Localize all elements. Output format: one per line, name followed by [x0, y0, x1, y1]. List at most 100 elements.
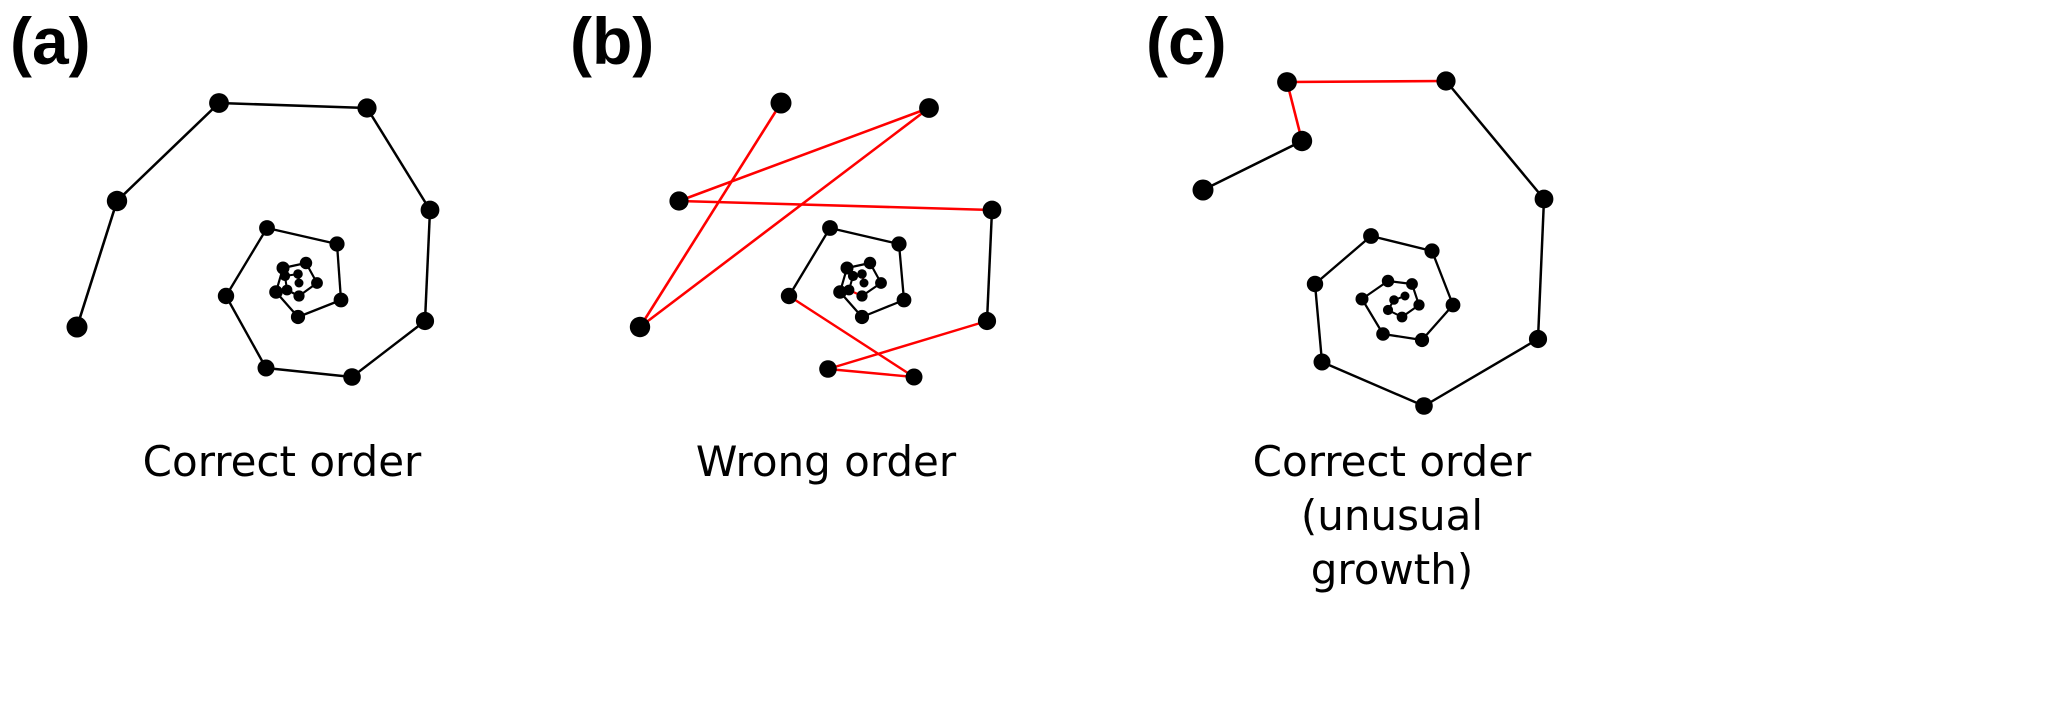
- panel-b-caption-line: Wrong order: [695, 437, 957, 486]
- spiral-node: [1436, 71, 1456, 91]
- spiral-node: [1313, 353, 1331, 371]
- correct-order-segment: [351, 320, 426, 378]
- spiral-node: [822, 220, 838, 236]
- spiral-node: [1363, 228, 1379, 244]
- spiral-node: [1413, 299, 1425, 311]
- correct-order-segment: [265, 366, 353, 379]
- wrong-order-segment: [678, 106, 930, 203]
- spiral-node: [311, 277, 323, 289]
- spiral-node: [415, 311, 435, 331]
- spiral-node: [1389, 295, 1399, 305]
- wrong-order-segment: [638, 102, 783, 328]
- panel-a-caption: Correct order: [132, 435, 432, 489]
- correct-order-segment: [1321, 360, 1425, 408]
- panel-a-spiral: [66, 93, 440, 386]
- spiral-node: [1381, 274, 1395, 288]
- spiral-node: [977, 311, 997, 331]
- correct-order-segment: [1421, 304, 1454, 341]
- spiral-node: [290, 309, 306, 325]
- correct-order-segment: [224, 295, 268, 369]
- correct-order-segment: [1361, 298, 1384, 335]
- correct-order-segment: [1430, 250, 1455, 306]
- spiral-node: [281, 284, 293, 296]
- spiral-node: [982, 200, 1002, 220]
- spiral-node: [847, 270, 859, 282]
- correct-order-segment: [423, 209, 432, 322]
- spiral-node: [863, 256, 877, 270]
- spiral-node: [1277, 72, 1297, 92]
- spiral-node: [357, 98, 377, 118]
- wrong-order-segment: [788, 294, 915, 379]
- spiral-node: [269, 285, 283, 299]
- spiral-node: [279, 270, 291, 282]
- spiral-node: [780, 287, 798, 305]
- wrong-order-segment: [639, 106, 930, 329]
- correct-order-segment: [787, 227, 832, 297]
- spiral-node: [1424, 243, 1440, 259]
- wrong-order-segment: [678, 199, 993, 212]
- correct-order-segment: [75, 200, 119, 328]
- spiral-node: [293, 269, 303, 279]
- panel-c-caption-line-2: (unusual growth): [1300, 491, 1484, 594]
- correct-order-segment: [297, 298, 342, 319]
- panel-b-label: (b): [570, 4, 655, 78]
- spiral-node: [891, 236, 907, 252]
- spiral-node: [1414, 332, 1430, 348]
- spiral-node: [857, 269, 867, 279]
- spiral-node: [343, 368, 361, 386]
- spiral-node: [1291, 130, 1313, 152]
- correct-order-segment: [218, 101, 368, 110]
- spiral-node: [1445, 297, 1461, 313]
- spiral-node: [1528, 329, 1548, 349]
- spiral-node: [257, 359, 275, 377]
- spiral-node: [329, 236, 345, 252]
- panel-b-spiral: [629, 92, 1002, 386]
- spiral-node: [919, 98, 939, 118]
- spiral-node: [1376, 327, 1390, 341]
- spiral-node: [669, 191, 689, 211]
- correct-order-segment: [1445, 80, 1545, 200]
- spiral-node: [856, 290, 868, 302]
- spiral-node: [905, 368, 923, 386]
- spiral-node: [1406, 278, 1418, 290]
- spiral-node: [859, 278, 869, 288]
- spiral-node: [420, 200, 440, 220]
- correct-order-segment: [897, 243, 906, 301]
- spiral-node: [333, 292, 349, 308]
- wrong-order-segment: [827, 319, 988, 371]
- spiral-node: [1382, 304, 1394, 316]
- panel-c-label: (c): [1146, 4, 1227, 78]
- spiral-node: [819, 360, 837, 378]
- spiral-node: [293, 290, 305, 302]
- spiral-node: [1306, 275, 1324, 293]
- spiral-node: [217, 287, 235, 305]
- panel-a-label: (a): [10, 4, 91, 78]
- spiral-node: [843, 284, 855, 296]
- spiral-node: [1400, 291, 1410, 301]
- spiral-node: [1192, 179, 1214, 201]
- spiral-node: [66, 316, 88, 338]
- panel-b-caption: Wrong order: [676, 435, 976, 489]
- spiral-node: [833, 285, 847, 299]
- spiral-node: [1396, 311, 1408, 323]
- spiral-node: [1355, 292, 1369, 306]
- correct-order-segment: [1202, 139, 1303, 192]
- spiral-node: [294, 278, 304, 288]
- correct-order-segment: [1314, 235, 1372, 285]
- spiral-node: [1534, 189, 1554, 209]
- spiral-node: [770, 92, 792, 114]
- spiral-node: [896, 292, 912, 308]
- spiral-node: [1415, 397, 1433, 415]
- correct-order-segment: [116, 102, 220, 202]
- spiral-node: [875, 277, 887, 289]
- correct-order-segment: [985, 209, 994, 322]
- correct-order-segment: [1370, 234, 1433, 253]
- correct-order-segment: [1536, 198, 1546, 340]
- spiral-node: [629, 316, 651, 338]
- correct-order-segment: [266, 226, 338, 246]
- wrong-order-segment: [1286, 79, 1447, 84]
- wrong-order-segment: [827, 367, 915, 379]
- spiral-node: [106, 190, 128, 212]
- spiral-node: [299, 256, 313, 270]
